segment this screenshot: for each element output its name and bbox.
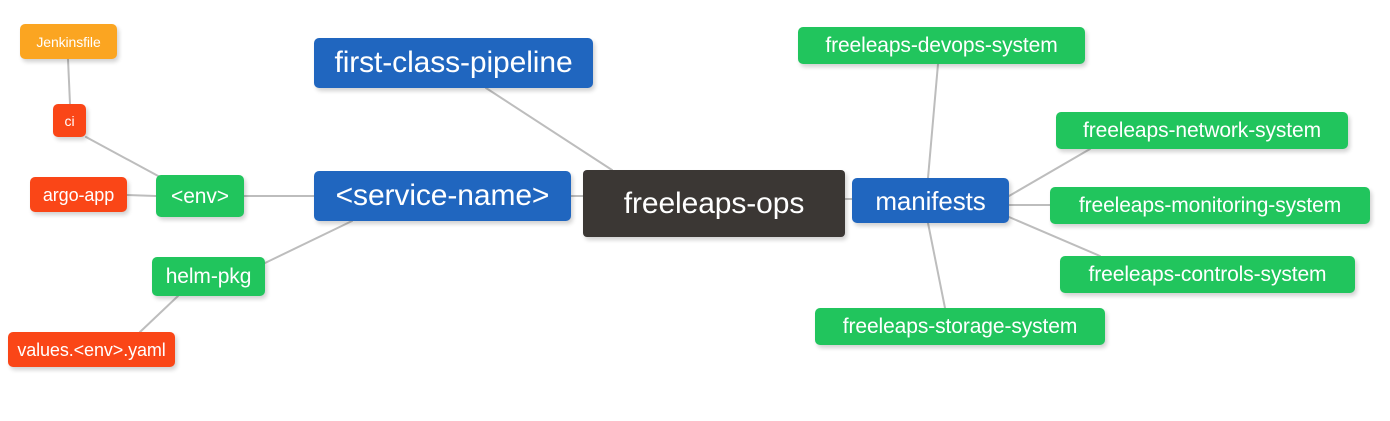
mindmap-node-env[interactable]: <env> xyxy=(156,175,244,217)
mindmap-node-first-class-pipeline[interactable]: first-class-pipeline xyxy=(314,38,593,88)
edge-manifests-to-storage-system xyxy=(927,222,946,309)
mindmap-node-argo-app[interactable]: argo-app xyxy=(30,177,127,212)
edge-values-env-yaml-to-helm-pkg xyxy=(139,295,179,333)
edge-jenkinsfile-to-ci xyxy=(67,58,71,105)
mindmap-node-storage-system[interactable]: freeleaps-storage-system xyxy=(815,308,1105,345)
mindmap-node-ci[interactable]: ci xyxy=(53,104,86,137)
mindmap-node-devops-system[interactable]: freeleaps-devops-system xyxy=(798,27,1085,64)
mindmap-node-helm-pkg[interactable]: helm-pkg xyxy=(152,257,265,296)
edge-argo-app-to-env xyxy=(126,194,157,197)
mindmap-node-controls-system[interactable]: freeleaps-controls-system xyxy=(1060,256,1355,293)
mindmap-node-manifests[interactable]: manifests xyxy=(852,178,1009,223)
edge-ci-to-env xyxy=(85,136,161,178)
edge-manifests-to-devops-system xyxy=(927,63,939,179)
edge-helm-pkg-to-service-name xyxy=(264,220,353,264)
mindmap-node-monitoring-system[interactable]: freeleaps-monitoring-system xyxy=(1050,187,1370,224)
mindmap-node-jenkinsfile[interactable]: Jenkinsfile xyxy=(20,24,117,59)
mindmap-node-network-system[interactable]: freeleaps-network-system xyxy=(1056,112,1348,149)
mindmap-node-values-env-yaml[interactable]: values.<env>.yaml xyxy=(8,332,175,367)
edge-first-class-pipeline-to-freeleaps-ops xyxy=(485,87,613,171)
mindmap-node-freeleaps-ops[interactable]: freeleaps-ops xyxy=(583,170,845,237)
mindmap-node-service-name[interactable]: <service-name> xyxy=(314,171,571,221)
